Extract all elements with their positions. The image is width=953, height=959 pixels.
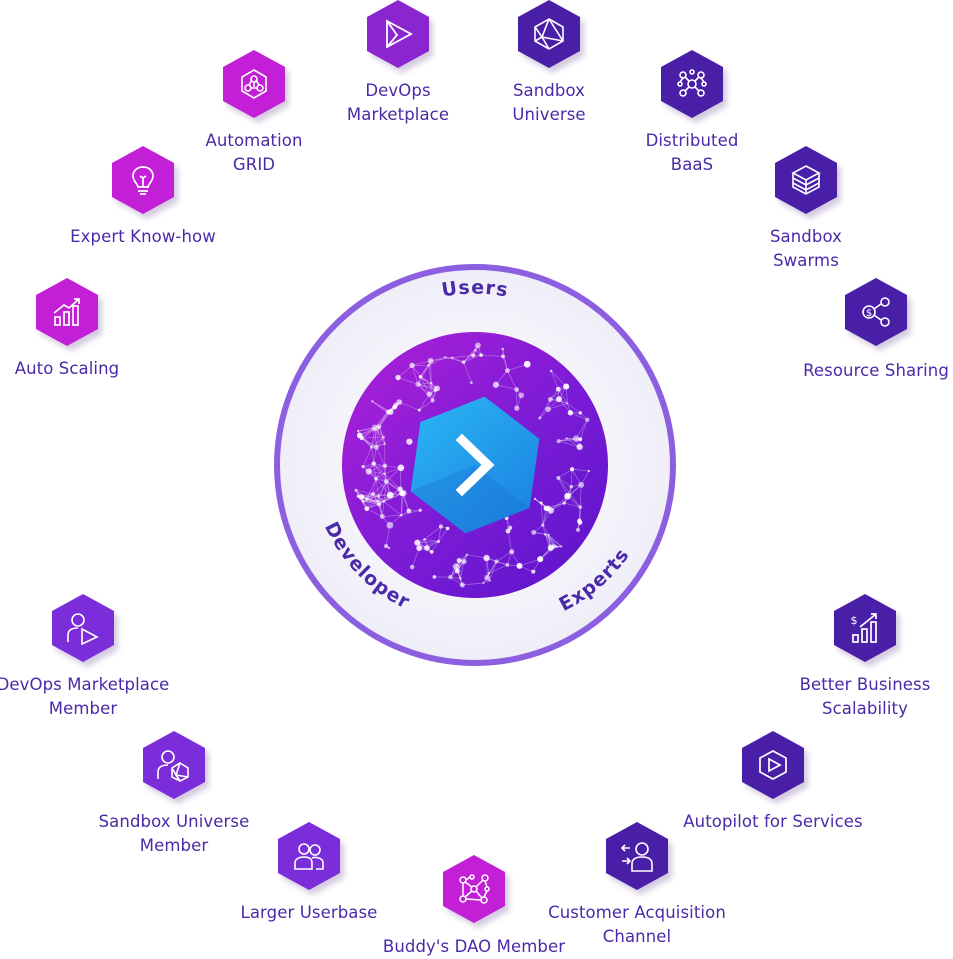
dollar-bar-chart-icon: $: [851, 613, 877, 643]
hexagon-badge: [35, 277, 99, 347]
hexagon-badge: [660, 49, 724, 119]
hexagon-badge: [741, 730, 805, 800]
ring-label-users: Users: [440, 277, 509, 302]
hexagon-badge: [442, 854, 506, 924]
growth-chart-icon: [53, 298, 80, 326]
hexagon-badge: $: [844, 277, 908, 347]
network-mesh-icon: [354, 342, 590, 588]
logo-hexagon: [410, 396, 540, 534]
hexagon-badge: [517, 0, 581, 69]
users-group-icon: [294, 843, 324, 870]
hexagon-badge: [111, 145, 175, 215]
share-dollar-icon: $: [862, 297, 890, 327]
hexagon-badge: [605, 821, 669, 891]
user-polyhedron-icon: [157, 750, 189, 782]
chevron-right-icon: [455, 433, 495, 497]
svg-text:$: $: [866, 308, 872, 319]
hexagon-badge: [774, 145, 838, 215]
hexagon-badge: [277, 821, 341, 891]
node-network-icon: [241, 69, 267, 99]
feature-label: Autopilot for Services: [683, 812, 863, 831]
feature-label: Resource Sharing: [803, 361, 949, 380]
lightbulb-icon: [132, 166, 154, 195]
stacked-layers-icon: [791, 165, 821, 195]
cluster-icon: [677, 69, 707, 97]
feature-label: Expert Know-how: [70, 227, 216, 246]
svg-text:Users: Users: [440, 277, 510, 302]
user-play-icon: [67, 613, 99, 645]
feature-label: Buddy's DAO Member: [382, 937, 566, 956]
play-hexagon-icon: [759, 750, 787, 780]
hexagon-badge: [51, 593, 115, 663]
polyhedron-icon: [534, 18, 564, 50]
hexagon-badge: [142, 730, 206, 800]
hexagon-badge: [366, 0, 430, 69]
user-arrows-icon: [620, 842, 653, 872]
play-triangle-icon: [386, 19, 413, 49]
feature-label: Auto Scaling: [14, 359, 120, 378]
feature-label: Larger Userbase: [240, 903, 378, 922]
dao-network-icon: [459, 874, 490, 904]
hexagon-badge: [222, 49, 286, 119]
hexagon-badge: $: [833, 593, 897, 663]
svg-text:$: $: [851, 614, 858, 627]
